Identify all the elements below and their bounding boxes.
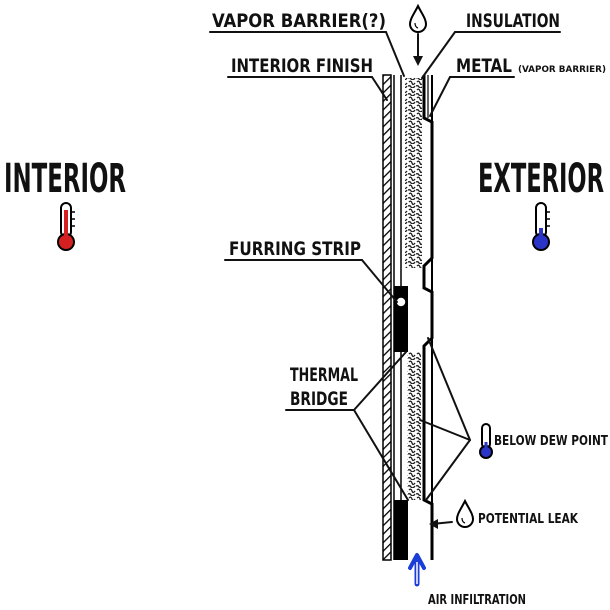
below-dew-point-label: BELOW DEW POINT	[494, 434, 608, 449]
dew-leader-2	[419, 419, 471, 441]
thermometer-icon	[532, 202, 550, 251]
metal-label: METAL	[456, 55, 512, 77]
interior-finish-label: INTERIOR FINISH	[231, 55, 373, 77]
interior-finish-layer	[382, 74, 392, 561]
bridge-label: BRIDGE	[290, 388, 348, 410]
interior-label: INTERIOR	[4, 156, 126, 202]
arrow-up-icon	[408, 553, 426, 587]
metal-leader	[429, 76, 451, 117]
thermal-bridge-leader-1	[353, 351, 407, 411]
interior-finish-leader	[371, 76, 388, 101]
thermometer-icon	[57, 202, 75, 251]
insulation-label: INSULATION	[466, 10, 560, 32]
insulation-lower	[407, 352, 421, 500]
metal-note: (VAPOR BARRIER)	[518, 65, 606, 75]
furring-strip-label: FURRING STRIP	[229, 238, 361, 260]
thermal-bridge-leader-2	[353, 409, 409, 501]
thermometer-icon	[479, 423, 493, 459]
dew-leader-3	[425, 439, 471, 501]
potential-leak-label: POTENTIAL LEAK	[478, 512, 579, 527]
vapor-barrier-label: VAPOR BARRIER(?)	[212, 10, 386, 32]
wall-assembly	[382, 74, 434, 561]
furring-strip-lower	[394, 500, 408, 560]
water-drop-icon	[408, 3, 428, 33]
insulation-leader	[421, 31, 456, 79]
furring-strip	[394, 286, 408, 352]
metal-panel	[422, 75, 434, 560]
furring-strip-leader	[361, 259, 398, 303]
dew-leader-1	[427, 337, 471, 441]
insulation-upper	[405, 78, 422, 268]
air-infiltration-label: AIR INFILTRATION	[428, 593, 526, 608]
exterior-label: EXTERIOR	[478, 156, 604, 202]
thermal-label: THERMAL	[290, 364, 358, 386]
vapor-barrier-leader	[385, 31, 405, 77]
water-drop-icon	[455, 498, 475, 528]
